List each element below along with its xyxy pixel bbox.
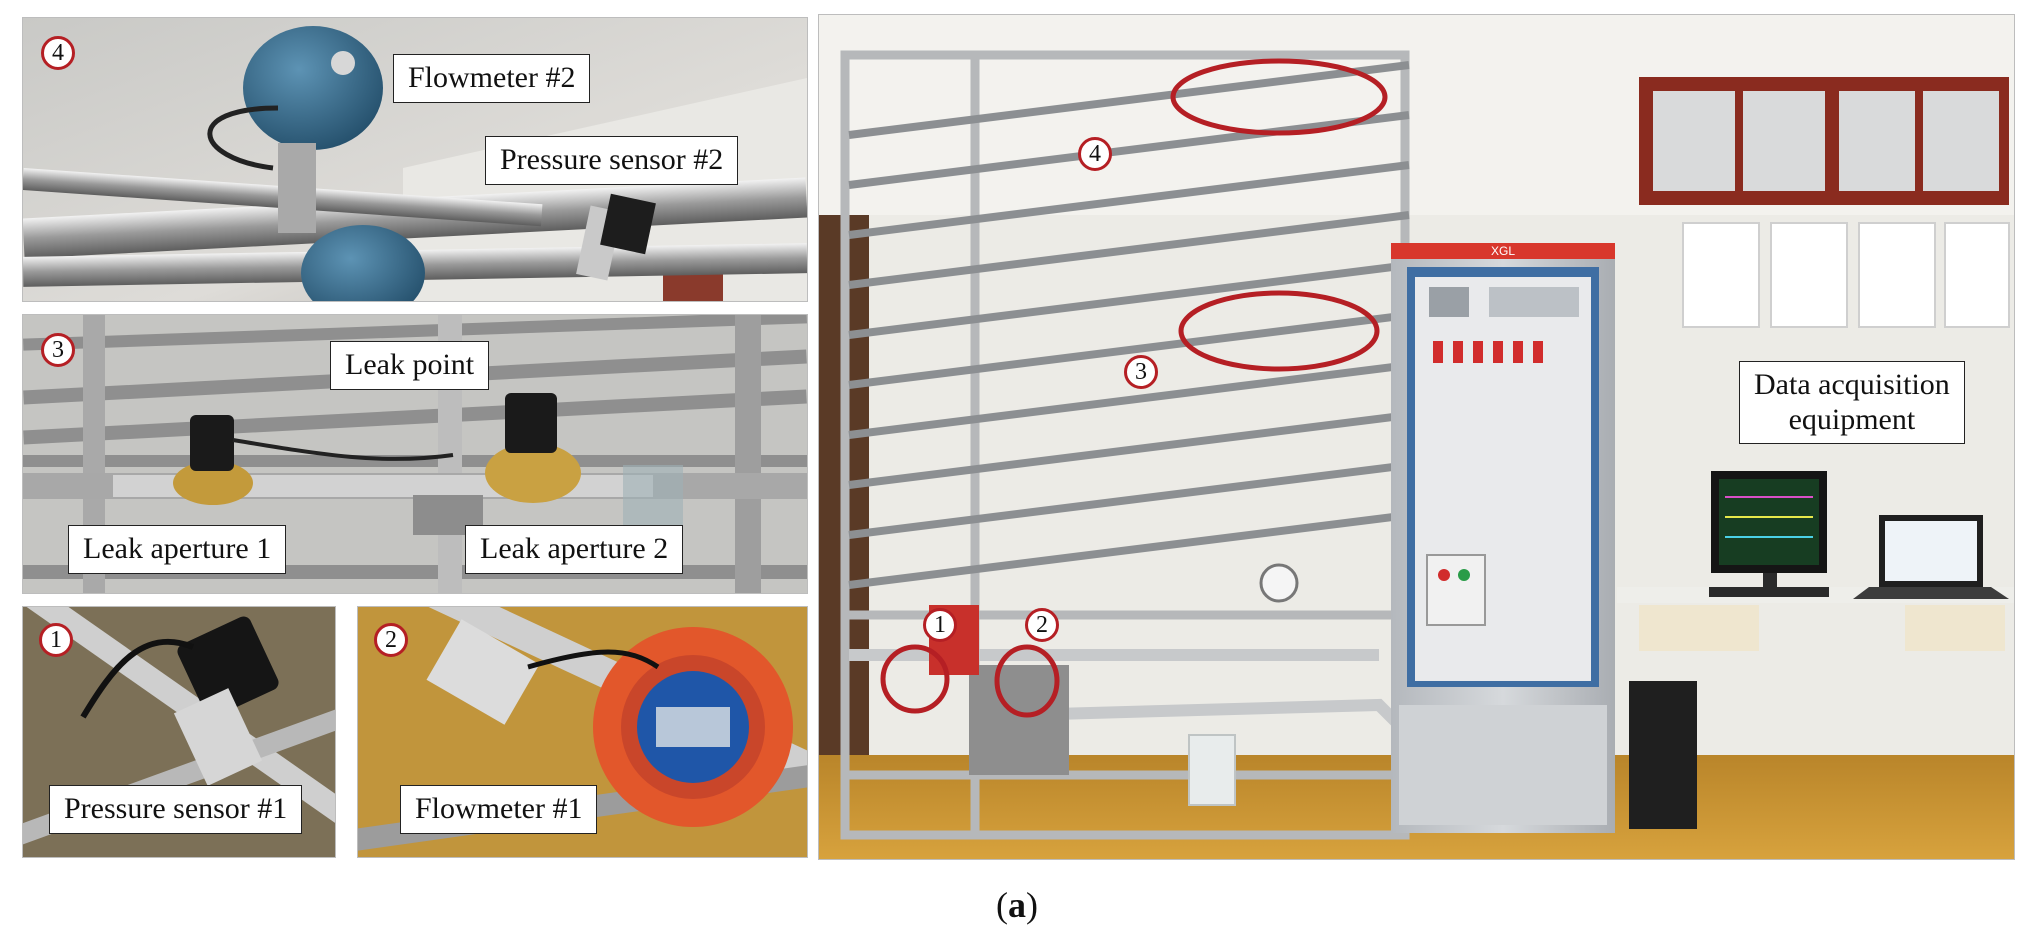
photo-panel-flowmeter-2: 4 Flowmeter #2 Pressure sensor #2 [22,17,808,302]
marker-2: 2 [1025,608,1059,642]
leak-aperture-1-label: Leak aperture 1 [68,525,287,574]
marker-3: 3 [1124,355,1158,389]
caption-open: ( [996,885,1008,925]
cabinet-brand: XGL [1490,244,1515,258]
photo-panel-flowmeter-1: 2 Flowmeter #1 [357,606,808,858]
panel-number-4: 4 [41,36,75,70]
panel-number-1: 1 [39,623,73,657]
figure-caption: (a) [0,884,2034,926]
marker-4: 4 [1078,137,1112,171]
panel-number-2: 2 [374,623,408,657]
flowmeter-2-label: Flowmeter #2 [393,54,591,103]
caption-close: ) [1026,885,1038,925]
experimental-setup-photo: 1 2 3 4 XGL Data acquisition equipment [818,14,2015,860]
photo-panel-pressure-sensor-1: 1 Pressure sensor #1 [22,606,336,858]
data-acquisition-label: Data acquisition equipment [1739,361,1965,444]
leak-point-label: Leak point [330,341,490,390]
photo-panel-leak-point: 3 Leak point Leak aperture 1 Leak apertu… [22,314,808,594]
panel-number-3: 3 [41,333,75,367]
leak-aperture-2-label: Leak aperture 2 [465,525,684,574]
pressure-sensor-1-label: Pressure sensor #1 [49,785,303,834]
flowmeter-1-label: Flowmeter #1 [400,785,598,834]
caption-letter: a [1008,885,1026,925]
marker-1: 1 [923,608,957,642]
pressure-sensor-2-label: Pressure sensor #2 [485,136,739,185]
